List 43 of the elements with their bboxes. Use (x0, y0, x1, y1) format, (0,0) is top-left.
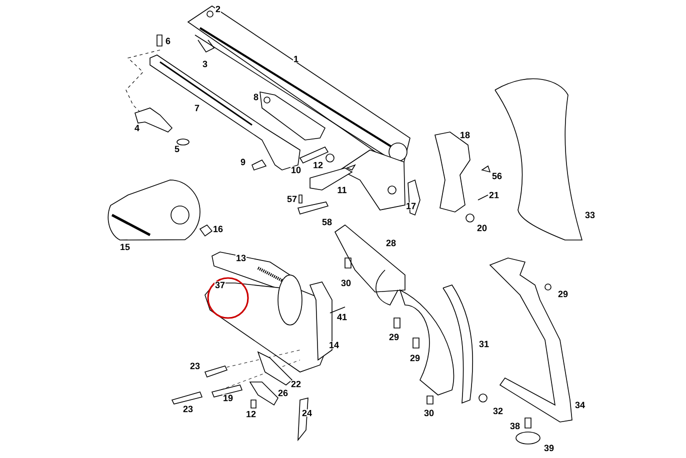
callout-number: 29 (388, 333, 400, 341)
callout-number: 2 (215, 5, 221, 13)
callout-number: 56 (492, 172, 502, 180)
callout-number: 6 (165, 37, 171, 45)
callout-number: 26 (278, 389, 288, 397)
callout-number: 18 (460, 131, 470, 139)
callout-number: 30 (424, 409, 434, 417)
callout-number: 23 (190, 362, 200, 370)
callout-number: 21 (488, 191, 500, 199)
callout-number: 15 (120, 243, 131, 251)
callout-number: 33 (584, 211, 596, 219)
callout-number: 8 (253, 93, 259, 101)
callout-number: 7 (194, 104, 200, 112)
callout-number: 20 (476, 224, 488, 232)
callout-number: 39 (544, 444, 554, 452)
callout-number: 12 (312, 161, 324, 169)
callout-number: 11 (336, 186, 348, 194)
callout-number: 10 (290, 166, 302, 174)
callout-number: 57 (286, 195, 298, 203)
callout-number: 58 (322, 218, 332, 226)
callout-number: 38 (510, 422, 520, 430)
callout-number: 29 (410, 354, 420, 362)
callout-number: 28 (386, 239, 396, 247)
callout-number: 9 (240, 158, 246, 166)
callout-number: 5 (174, 145, 180, 153)
callout-number: 19 (222, 394, 234, 402)
callout-number: 41 (336, 313, 348, 321)
callout-number: 22 (290, 380, 302, 388)
callout-number: 29 (558, 290, 568, 298)
callout-number: 12 (246, 410, 256, 418)
callout-number: 24 (302, 409, 312, 417)
callout-number: 30 (340, 279, 352, 287)
callout-number: 32 (492, 407, 504, 415)
callout-number: 3 (202, 60, 208, 68)
callout-number: 1 (293, 55, 299, 63)
callout-number: 16 (212, 225, 224, 233)
callout-number: 13 (236, 254, 246, 262)
callout-number: 34 (574, 401, 586, 409)
callout-number: 23 (182, 405, 194, 413)
callout-number: 31 (478, 340, 490, 348)
callout-number: 37 (214, 281, 226, 289)
callout-number: 14 (328, 341, 340, 349)
callout-number: 4 (134, 124, 140, 132)
